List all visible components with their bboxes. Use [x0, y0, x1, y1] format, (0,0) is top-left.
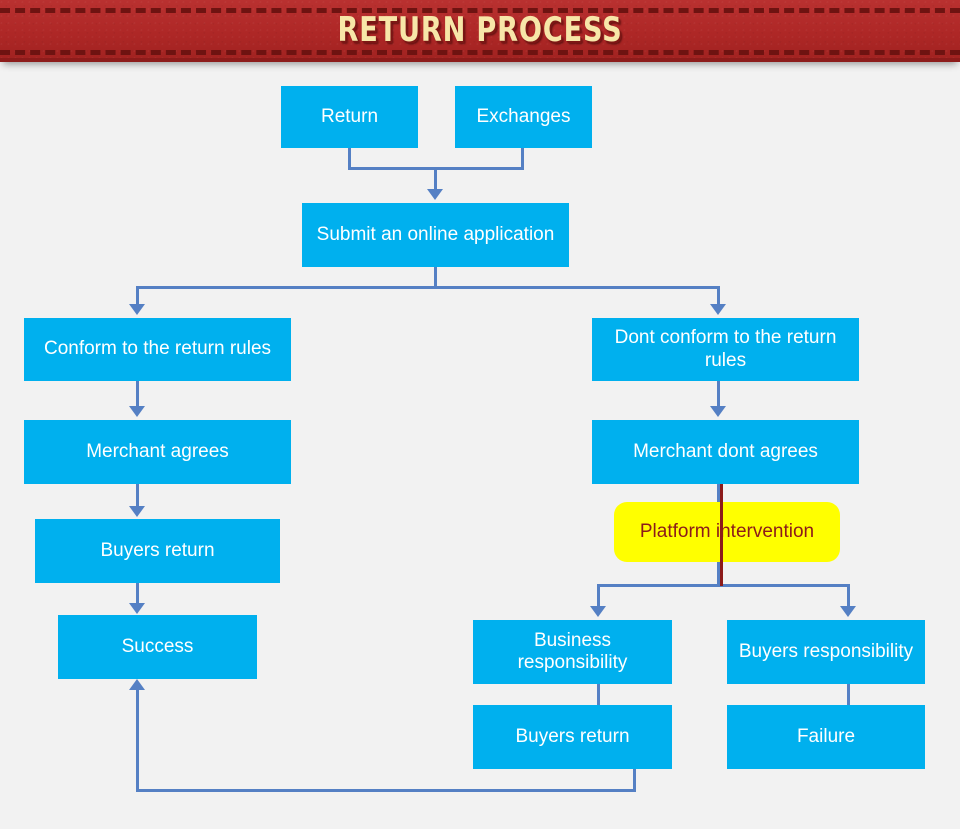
node-merchant-agrees[interactable]: Merchant agrees: [24, 420, 291, 484]
connector-business-to-buyers-return: [597, 684, 600, 706]
node-exchanges[interactable]: Exchanges: [455, 86, 592, 148]
connector-conform-to-merchant-agrees: [136, 381, 139, 407]
arrowhead-feedback-to-success-icon: [129, 679, 145, 690]
arrowhead-buyers-responsibility-icon: [840, 606, 856, 617]
arrowhead-merchant-agrees-icon: [129, 406, 145, 417]
node-dont-conform-to-return-rules[interactable]: Dont conform to the return rules: [592, 318, 859, 381]
node-buyers-return-right-label: Buyers return: [515, 725, 630, 747]
node-failure-label: Failure: [796, 725, 856, 747]
node-buyers-responsibility[interactable]: Buyers responsibility: [727, 620, 925, 684]
node-conform-to-return-rules-label: Conform to the return rules: [43, 338, 272, 360]
connector-exchanges-down: [521, 148, 524, 170]
connector-split-business-down: [597, 584, 600, 608]
connector-feedback-up: [136, 690, 139, 791]
node-business-responsibility-label: Business responsibility: [517, 629, 628, 673]
connector-dont-conform-to-merchant-dont-agrees: [717, 381, 720, 407]
node-buyers-return-left-label: Buyers return: [100, 539, 215, 561]
node-failure[interactable]: Failure: [727, 705, 925, 769]
header-banner: RETURN PROCESS: [0, 0, 960, 62]
node-platform-intervention[interactable]: Platform intervention: [614, 502, 840, 562]
connector-feedback-down: [633, 769, 636, 792]
node-submit-application-label: Submit an online application: [316, 223, 555, 245]
connector-feedback-horizontal: [136, 789, 636, 792]
connector-merge-to-submit: [434, 167, 437, 191]
node-success-label: Success: [121, 635, 194, 657]
node-return[interactable]: Return: [281, 86, 418, 148]
connector-responsibility-split-horizontal: [597, 584, 850, 587]
page-title: RETURN PROCESS: [337, 10, 623, 50]
node-buyers-return-left[interactable]: Buyers return: [35, 519, 280, 583]
arrowhead-to-dont-conform-icon: [710, 304, 726, 315]
node-buyers-responsibility-label: Buyers responsibility: [738, 640, 914, 662]
node-dont-conform-to-return-rules-label: Dont conform to the return rules: [614, 327, 837, 371]
node-merchant-agrees-label: Merchant agrees: [86, 440, 229, 462]
node-business-responsibility[interactable]: Business responsibility: [473, 620, 672, 684]
connector-split-left-down: [136, 286, 139, 306]
node-conform-to-return-rules[interactable]: Conform to the return rules: [24, 318, 291, 381]
arrowhead-success-icon: [129, 603, 145, 614]
banner-bottom-strip: [0, 58, 960, 62]
node-exchanges-label: Exchanges: [476, 105, 571, 127]
node-merchant-dont-agrees[interactable]: Merchant dont agrees: [592, 420, 859, 484]
node-submit-application[interactable]: Submit an online application: [302, 203, 569, 267]
arrowhead-merchant-dont-agrees-icon: [710, 406, 726, 417]
banner-stitch-top-icon: [0, 8, 960, 13]
connector-submit-down: [434, 267, 437, 289]
connector-split-horizontal: [136, 286, 720, 289]
connector-merchant-agrees-to-buyers-return: [136, 484, 139, 508]
arrowhead-to-submit-icon: [427, 189, 443, 200]
node-success[interactable]: Success: [58, 615, 257, 679]
arrowhead-to-conform-icon: [129, 304, 145, 315]
arrowhead-business-responsibility-icon: [590, 606, 606, 617]
node-return-label: Return: [320, 105, 379, 127]
connector-split-buyers-down: [847, 584, 850, 608]
connector-split-right-down: [717, 286, 720, 306]
connector-merchant-dont-agrees-to-platform: [720, 484, 723, 586]
node-merchant-dont-agrees-label: Merchant dont agrees: [633, 440, 818, 462]
connector-buyers-return-to-success: [136, 583, 139, 605]
arrowhead-buyers-return-left-icon: [129, 506, 145, 517]
connector-return-down: [348, 148, 351, 170]
banner-stitch-bottom-icon: [0, 50, 960, 55]
node-buyers-return-right[interactable]: Buyers return: [473, 705, 672, 769]
node-platform-intervention-label: Platform intervention: [639, 520, 815, 542]
connector-buyers-responsibility-to-failure: [847, 684, 850, 706]
